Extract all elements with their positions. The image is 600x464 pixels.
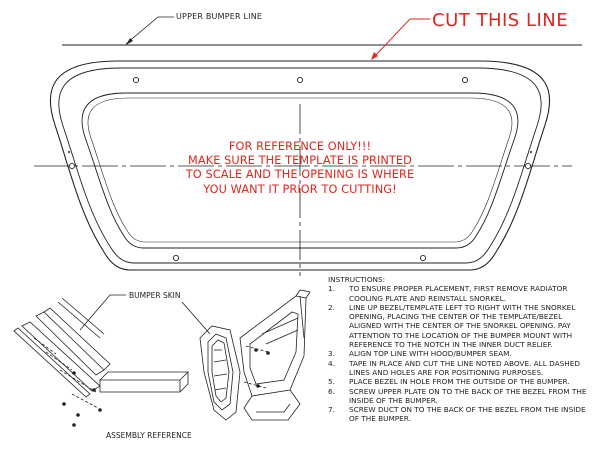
- mounting-hole: [132, 76, 140, 84]
- upper-plate: [99, 371, 189, 381]
- step-number: 6.: [328, 386, 335, 396]
- opening-inner-line: [87, 97, 513, 243]
- assembly-leader: [299, 295, 305, 339]
- bumper-skin-panel: [13, 327, 91, 398]
- step-number: 3.: [328, 349, 335, 359]
- mounting-hole: [419, 254, 427, 262]
- duct-outlet: [243, 389, 301, 421]
- upper-plate-lip: [99, 372, 189, 393]
- bezel-frame: [199, 325, 241, 421]
- instruction-step: 1. TO ENSURE PROPER PLACEMENT, FIRST REM…: [328, 284, 594, 303]
- step-number: 7.: [328, 405, 335, 415]
- screw: [92, 388, 96, 392]
- cut-outline: [49, 60, 551, 271]
- hole-mark: [530, 151, 532, 153]
- bezel-frame-inner2: [211, 339, 230, 403]
- bumper-skin-leader: [79, 294, 126, 331]
- bumper-skin-label: BUMPER SKIN: [129, 291, 181, 300]
- step-text: SCREW UPPER PLATE ON TO THE BACK OF THE …: [349, 386, 587, 405]
- screw: [256, 384, 260, 388]
- screws-right: [254, 348, 270, 388]
- screw-axis: [45, 351, 73, 371]
- warning-line: MAKE SURE THE TEMPLATE IS PRINTED: [188, 154, 412, 168]
- screw: [72, 423, 76, 427]
- reference-warning: FOR REFERENCE ONLY!!! MAKE SURE THE TEMP…: [150, 140, 450, 197]
- duct-crease: [261, 317, 299, 335]
- step-text: PLACE BEZEL IN HOLE FROM THE OUTSIDE OF …: [349, 377, 570, 387]
- bezel-strip-edge: [43, 307, 111, 371]
- step-text: TAPE IN PLACE AND CUT THE LINE NOTED ABO…: [349, 358, 580, 377]
- mounting-holes: [68, 76, 532, 262]
- mounting-hole: [68, 162, 76, 170]
- bezel-hatch: [213, 373, 228, 377]
- screw-axis: [59, 369, 97, 393]
- screw: [254, 348, 258, 352]
- warning-line: YOU WANT IT PRIOR TO CUTTING!: [203, 182, 397, 196]
- instruction-step: 2. LINE UP BEZEL/TEMPLATE LEFT TO RIGHT …: [328, 303, 594, 349]
- instruction-step: 4. TAPE IN PLACE AND CUT THE LINE NOTED …: [328, 359, 594, 378]
- screw: [266, 351, 270, 355]
- bezel-frame-inner: [207, 333, 234, 411]
- bezel-hatch: [214, 387, 227, 391]
- mounting-hole: [172, 254, 180, 262]
- step-number: 1.: [328, 284, 335, 294]
- instructions-title: INSTRUCTIONS:: [328, 275, 386, 284]
- step-number: 4.: [328, 358, 335, 368]
- assembly-right-view: [181, 289, 311, 421]
- bumper-skin-panel-edge: [21, 321, 101, 392]
- mounting-hole: [461, 76, 469, 84]
- step-text: TO ENSURE PROPER PLACEMENT, FIRST REMOVE…: [349, 284, 568, 303]
- instruction-step: 6. SCREW UPPER PLATE ON TO THE BACK OF T…: [328, 387, 594, 406]
- screw-axis: [33, 337, 57, 355]
- duct-edge: [61, 297, 105, 335]
- warning-line: TO SCALE AND THE OPENING IS WHERE: [185, 168, 415, 182]
- duct-edge: [57, 301, 101, 339]
- duct-body: [239, 295, 307, 397]
- bezel-strip: [35, 311, 105, 376]
- step-number: 2.: [328, 302, 335, 312]
- upper-bumper-leader: [125, 16, 174, 45]
- step-number: 5.: [328, 377, 335, 387]
- instructions-block: INSTRUCTIONS: 1. TO ENSURE PROPER PLACEM…: [328, 275, 594, 424]
- mounting-hole: [296, 76, 304, 84]
- step-text: LINE UP BEZEL/TEMPLATE LEFT TO RIGHT WIT…: [349, 302, 576, 350]
- hole-mark: [68, 151, 70, 153]
- duct-top-face: [295, 289, 311, 299]
- instruction-step: 3. ALIGN TOP LINE WITH HOOD/BUMPER SEAM.: [328, 349, 594, 358]
- duct-inner: [249, 311, 299, 385]
- bezel-flange-line: [58, 67, 542, 264]
- step-text: SCREW DUCT ON TO THE BACK OF THE BEZEL F…: [349, 405, 586, 424]
- step-text: ALIGN TOP LINE WITH HOOD/BUMPER SEAM.: [349, 349, 512, 359]
- cut-this-line-label: CUT THIS LINE: [432, 10, 569, 31]
- upper-bumper-line-label: UPPER BUMPER LINE: [176, 12, 263, 21]
- duct-crease: [265, 329, 299, 345]
- screws-left: [62, 371, 102, 427]
- cut-line-leader: [372, 18, 430, 59]
- cut-line-arrowhead: [371, 52, 378, 60]
- upper-bumper-arrowhead: [126, 38, 133, 45]
- screw-axis: [243, 381, 267, 389]
- assembly-reference-label: ASSEMBLY REFERENCE: [106, 431, 192, 440]
- screw: [72, 371, 76, 375]
- mounting-hole: [524, 162, 532, 170]
- assembly-left-view: [13, 294, 189, 409]
- assembly-leader: [181, 301, 211, 335]
- screw: [62, 402, 66, 406]
- instruction-step: 7. SCREW DUCT ON TO THE BACK OF THE BEZE…: [328, 405, 594, 424]
- bezel-hatch: [213, 359, 227, 363]
- warning-line: FOR REFERENCE ONLY!!!: [228, 140, 372, 153]
- side-hole-marks: [68, 151, 532, 153]
- screw: [76, 413, 80, 417]
- instruction-step: 5. PLACE BEZEL IN HOLE FROM THE OUTSIDE …: [328, 377, 594, 386]
- screw: [98, 408, 102, 412]
- opening-outline: [81, 92, 519, 249]
- duct-outlet-inner: [256, 403, 291, 413]
